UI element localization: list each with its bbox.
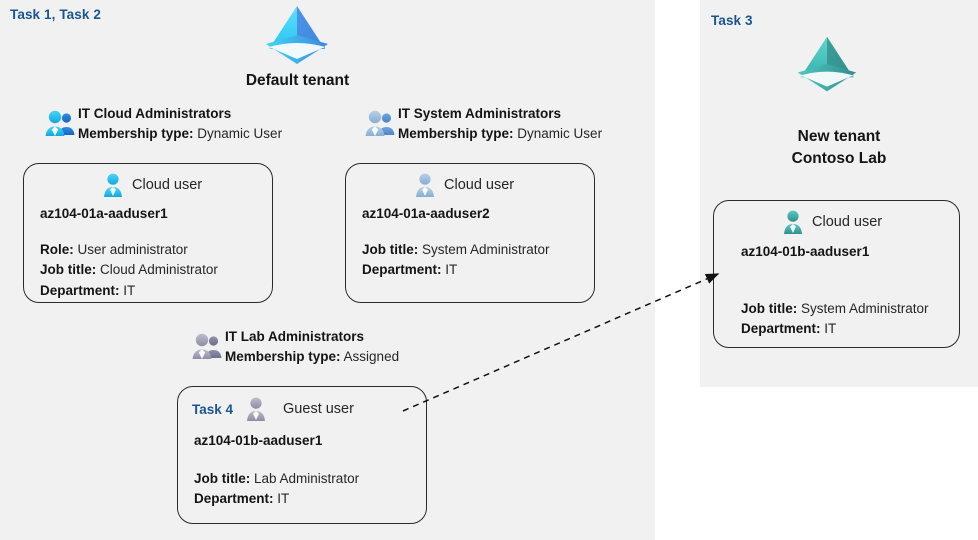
user-name: az104-01b-aaduser1: [741, 244, 870, 259]
group-membership: Membership type: Assigned: [225, 348, 399, 366]
membership-key: Membership type:: [78, 125, 194, 141]
property-value: IT: [123, 282, 136, 298]
new-tenant-title-line2: Contoso Lab: [791, 150, 887, 168]
user-properties: Role: User administrator Job title: Clou…: [40, 240, 218, 301]
new-tenant-title-line1: New tenant: [797, 128, 881, 145]
group-users-icon: [44, 110, 76, 138]
card-header: Cloud user: [412, 172, 514, 198]
property-value: Lab Administrator: [254, 471, 360, 486]
group-name: IT Lab Administrators: [225, 329, 365, 344]
property-value: System Administrator: [422, 242, 550, 257]
property-department: Department: IT: [362, 260, 550, 280]
group-header-it-cloud-administrators: IT Cloud Administrators Membership type:…: [45, 106, 282, 143]
membership-value: Dynamic User: [517, 125, 603, 141]
property-key: Role:: [40, 242, 74, 257]
property-job-title: Job title: Cloud Administrator: [40, 260, 218, 280]
membership-value: Dynamic User: [197, 125, 283, 141]
cloud-user-icon: [100, 172, 126, 198]
property-department: Department: IT: [40, 281, 218, 301]
user-properties: Job title: System Administrator Departme…: [741, 299, 929, 340]
user-type-label: Cloud user: [812, 214, 883, 230]
group-users-icon: [364, 110, 396, 138]
property-value: IT: [445, 262, 458, 278]
property-value: User administrator: [77, 242, 188, 257]
group-membership: Membership type: Dynamic User: [78, 125, 282, 143]
property-job-title: Job title: System Administrator: [362, 240, 550, 260]
property-key: Department:: [362, 262, 442, 278]
property-department: Department: IT: [194, 489, 359, 509]
task-label-4: Task 4: [192, 401, 234, 417]
user-name: az104-01a-aaduser2: [362, 206, 490, 221]
property-role: Role: User administrator: [40, 240, 218, 260]
user-type-label: Cloud user: [132, 177, 203, 193]
guest-user-icon: [243, 396, 269, 422]
user-card-az104-01a-aaduser2[interactable]: Cloud user az104-01a-aaduser2 Job title:…: [345, 163, 595, 303]
group-header-it-system-administrators: IT System Administrators Membership type…: [365, 106, 602, 143]
card-header: Task 4 Guest user: [192, 396, 354, 422]
default-tenant-panel: [0, 0, 655, 540]
property-job-title: Job title: Lab Administrator: [194, 469, 359, 489]
property-key: Department:: [741, 321, 821, 337]
property-key: Job title:: [40, 262, 97, 278]
default-tenant-title: Default tenant: [245, 72, 350, 89]
membership-key: Membership type:: [225, 348, 341, 364]
group-users-icon: [191, 333, 223, 361]
group-name: IT System Administrators: [398, 106, 562, 121]
user-properties: Job title: Lab Administrator Department:…: [194, 469, 359, 510]
user-type-label: Guest user: [283, 401, 354, 417]
card-header: Cloud user: [780, 209, 882, 235]
property-job-title: Job title: System Administrator: [741, 299, 929, 319]
group-membership: Membership type: Dynamic User: [398, 125, 602, 143]
group-name: IT Cloud Administrators: [78, 106, 232, 121]
task-label-1-2: Task 1, Task 2: [10, 7, 101, 22]
property-value: IT: [824, 321, 837, 337]
user-properties: Job title: System Administrator Departme…: [362, 240, 550, 281]
membership-key: Membership type:: [398, 125, 514, 141]
property-value: Cloud Administrator: [100, 262, 218, 278]
property-key: Department:: [40, 282, 120, 298]
property-value: IT: [277, 491, 290, 507]
property-key: Job title:: [362, 242, 419, 257]
property-key: Job title:: [194, 471, 251, 486]
default-tenant-icon: [261, 2, 333, 70]
property-key: Department:: [194, 491, 274, 507]
cloud-user-icon: [412, 172, 438, 198]
user-name: az104-01a-aaduser1: [40, 206, 168, 221]
property-key: Job title:: [741, 301, 798, 316]
group-header-it-lab-administrators: IT Lab Administrators Membership type: A…: [192, 329, 399, 366]
membership-value: Assigned: [343, 348, 400, 364]
user-card-guest-az104-01b-aaduser1[interactable]: Task 4 Guest user az104-01b-aaduser1 Job…: [177, 386, 427, 524]
new-tenant-icon: [793, 33, 861, 97]
task-label-3: Task 3: [711, 13, 753, 28]
user-type-label: Cloud user: [444, 177, 515, 193]
property-value: System Administrator: [801, 301, 929, 316]
user-card-az104-01a-aaduser1[interactable]: Cloud user az104-01a-aaduser1 Role: User…: [23, 163, 273, 303]
new-tenant-title: New tenant Contoso Lab: [716, 126, 962, 171]
cloud-user-icon: [780, 209, 806, 235]
user-name: az104-01b-aaduser1: [194, 433, 323, 448]
card-header: Cloud user: [100, 172, 202, 198]
property-department: Department: IT: [741, 319, 929, 339]
user-card-az104-01b-aaduser1[interactable]: Cloud user az104-01b-aaduser1 Job title:…: [713, 200, 960, 348]
